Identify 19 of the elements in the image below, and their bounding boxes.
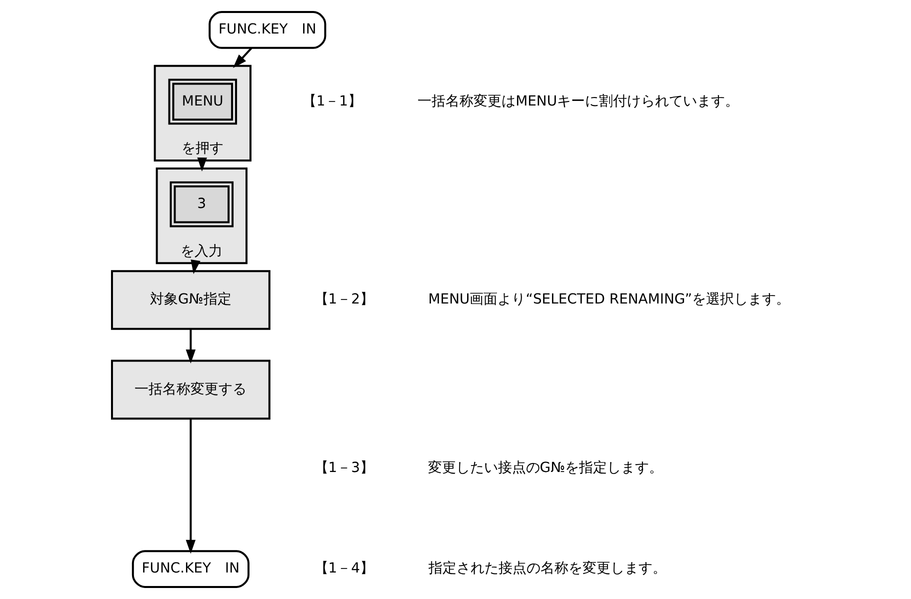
node-box: 一括名称変更する bbox=[110, 360, 270, 420]
arrow bbox=[185, 329, 196, 364]
arrow bbox=[196, 157, 207, 172]
label: 【1－1】 bbox=[302, 93, 362, 110]
label: 【1－4】 bbox=[314, 560, 374, 577]
node-box: MENU bbox=[168, 78, 237, 125]
label: 指定された接点の名称を変更します。 bbox=[428, 560, 666, 577]
label: 【1－3】 bbox=[314, 460, 374, 476]
arrow bbox=[232, 48, 252, 68]
arrow bbox=[185, 418, 196, 554]
node-box: 対象G№指定 bbox=[110, 270, 270, 330]
node-box: FUNC.KEY IN bbox=[208, 11, 326, 49]
label: 変更したい接点のG№を指定します。 bbox=[427, 460, 663, 476]
label: 一括名称変更はMENUキーに割付けられています。 bbox=[417, 93, 739, 110]
label: MENU画面より“SELECTED RENAMING”を選択します。 bbox=[428, 292, 790, 308]
arrow bbox=[190, 260, 200, 274]
node-box: FUNC.KEY IN bbox=[131, 550, 249, 588]
label: 【1－2】 bbox=[314, 292, 374, 308]
node-box: 3 bbox=[169, 181, 234, 228]
